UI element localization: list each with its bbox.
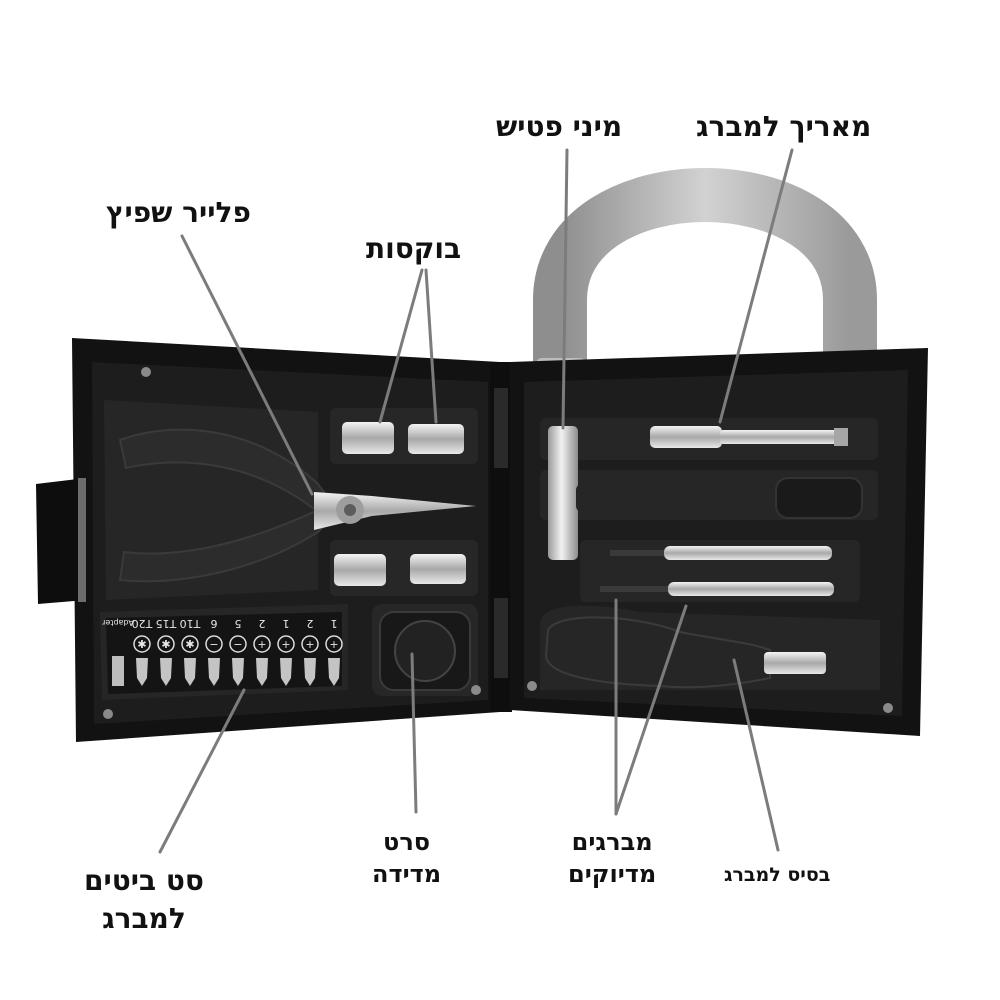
case-screws: [103, 367, 893, 719]
bit-size-label: Adapter: [101, 618, 133, 627]
screwdriver-bit: [328, 658, 340, 686]
bit-type-symbol: +: [257, 638, 266, 651]
pointer-lines: [158, 148, 794, 854]
bit-size-label: 2: [307, 617, 314, 630]
bit-size-label: T20: [132, 617, 154, 630]
bit-adapter: [112, 656, 124, 686]
precision-screwdrivers: [600, 546, 834, 596]
label-bit-set-line1: סט ביטים: [84, 864, 204, 897]
bit-size-label: 2: [259, 617, 266, 630]
tape-measure: [379, 611, 471, 691]
label-precision-screwdrivers-line1: מברגים: [571, 828, 653, 856]
label-needle-pliers: פלייר שפיץ: [106, 196, 251, 229]
screwdriver-bit: [136, 658, 148, 686]
bit-symbol-ring: [301, 635, 319, 653]
sockets: [334, 422, 466, 586]
needle-nose-pliers: [118, 428, 476, 583]
screwdriver-bit: [208, 658, 220, 686]
bit-type-symbol: +: [329, 638, 338, 651]
bit-symbol-ring: [181, 635, 199, 653]
label-precision-screwdrivers: מברגים מדיוקים: [568, 826, 656, 891]
bit-type-symbol: −: [233, 638, 242, 651]
label-extension-bar: מאריך למברג: [696, 110, 872, 143]
bit-symbol-ring: [277, 635, 295, 653]
screwdriver-bit: [184, 658, 196, 686]
label-precision-screwdrivers-line2: מדיוקים: [568, 860, 657, 889]
bit-size-label: T10: [180, 617, 202, 630]
bit-symbol-ring: [133, 635, 151, 653]
bit-type-symbol: ✱: [137, 638, 146, 651]
bit-symbol-ring: [205, 635, 223, 653]
label-screwdriver-handle: בסיס למברג: [724, 864, 831, 886]
bit-size-label: 1: [283, 617, 290, 630]
label-mini-hammer: מיני פטיש: [496, 110, 623, 143]
label-sockets: בוקסות: [366, 232, 462, 265]
extension-bar: [650, 426, 848, 448]
bit-type-symbol: ✱: [161, 638, 170, 651]
bit-type-symbol: −: [209, 638, 218, 651]
label-bit-set-line2: למברג: [102, 901, 186, 935]
screwdriver-bit: [232, 658, 244, 686]
label-tape-measure-line2: מדידה: [372, 860, 442, 889]
screwdriver-bit: [304, 658, 316, 686]
mini-hammer: [548, 426, 863, 560]
bit-size-label: 5: [235, 617, 242, 630]
bit-symbol-ring: [253, 635, 271, 653]
bit-size-label: 1: [331, 617, 338, 630]
case-latch: [36, 478, 86, 604]
screwdriver-handle: [544, 616, 826, 689]
bit-symbol-ring: [157, 635, 175, 653]
label-tape-measure: סרט מדידה: [372, 826, 441, 891]
bit-type-symbol: +: [281, 638, 290, 651]
bit-size-label: 6: [211, 617, 218, 630]
screwdriver-bit: [256, 658, 268, 686]
bit-symbol-ring: [229, 635, 247, 653]
screwdriver-bit: [280, 658, 292, 686]
bit-type-symbol: ✱: [185, 638, 194, 651]
label-bit-set: סט ביטים למברג: [84, 862, 204, 938]
bit-type-symbol: +: [305, 638, 314, 651]
label-tape-measure-line1: סרט: [383, 828, 431, 856]
bit-symbol-ring: [325, 635, 343, 653]
bit-size-label: T15: [156, 617, 178, 630]
carrying-handle: [533, 168, 877, 372]
screwdriver-bit: [160, 658, 172, 686]
